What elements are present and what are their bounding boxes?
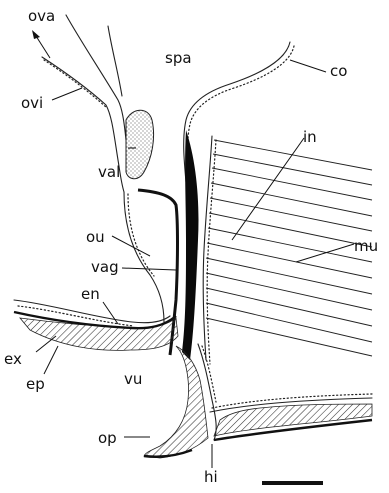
label-spa: spa bbox=[165, 49, 192, 67]
inner-epithelium-dots bbox=[207, 140, 216, 364]
label-vu: vu bbox=[124, 370, 142, 388]
muscle-lines bbox=[206, 140, 372, 356]
label-hi: hi bbox=[204, 468, 218, 486]
label-mu: mu bbox=[354, 237, 378, 255]
label-ovi: ovi bbox=[21, 94, 43, 112]
spermatheca-wall bbox=[184, 42, 294, 186]
label-op: op bbox=[98, 429, 117, 447]
label-ova: ova bbox=[28, 7, 55, 25]
valve-structure bbox=[126, 110, 154, 179]
ova-arrow bbox=[32, 30, 50, 58]
label-ep: ep bbox=[26, 375, 45, 393]
label-en: en bbox=[81, 285, 100, 303]
label-ou: ou bbox=[86, 228, 105, 246]
label-co: co bbox=[330, 62, 347, 80]
label-val: val bbox=[98, 163, 120, 181]
label-ex: ex bbox=[4, 350, 22, 368]
right-body-wall bbox=[210, 394, 372, 440]
label-in: in bbox=[303, 128, 317, 146]
label-vag: vag bbox=[91, 258, 119, 276]
left-body-wall bbox=[14, 300, 178, 350]
vulva-region bbox=[144, 344, 216, 458]
